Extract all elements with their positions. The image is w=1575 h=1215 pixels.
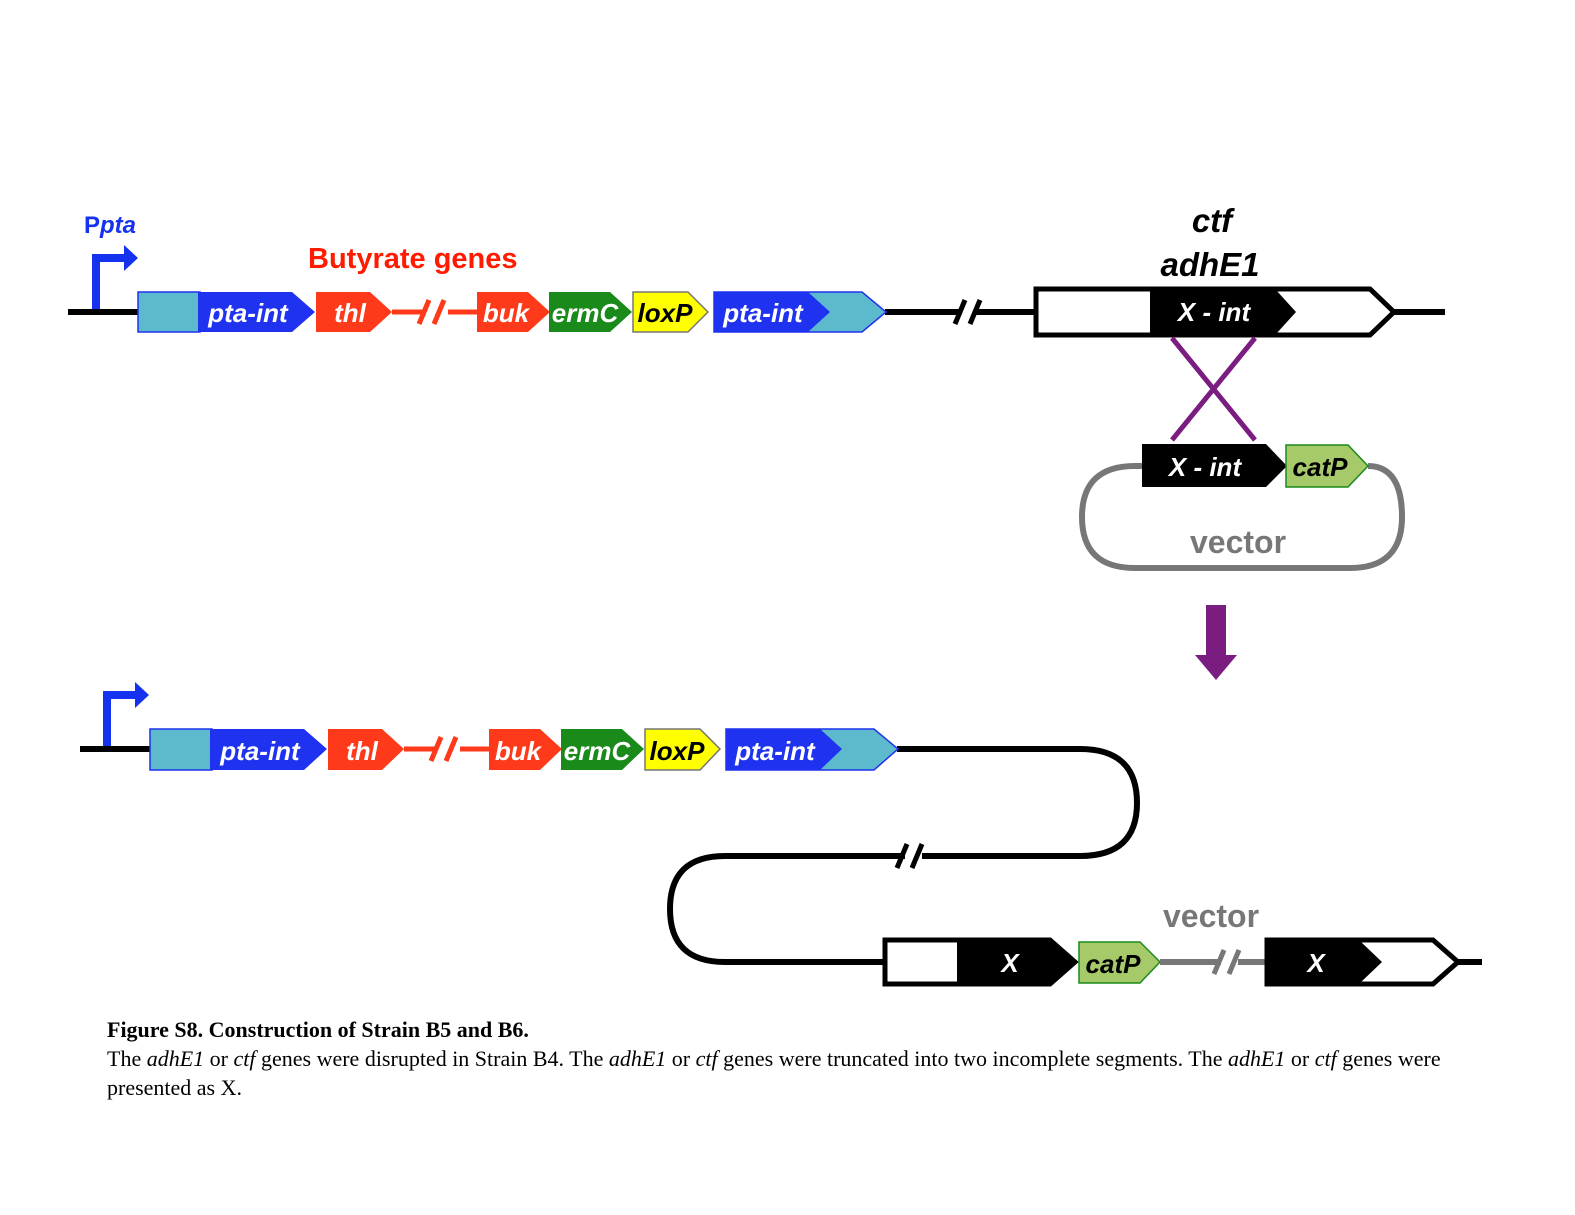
caption-gene: ctf <box>1314 1046 1337 1071</box>
butyrate-break <box>392 299 478 325</box>
crossover-mark <box>1170 336 1257 442</box>
caption-text: genes were disrupted in Strain B4. The <box>255 1046 609 1071</box>
promoter-arrow <box>103 682 149 746</box>
target-label-adhE1: adhE1 <box>1160 246 1259 283</box>
vector-x-int: X - int <box>1142 444 1287 487</box>
bottom-construct: pta-int thl buk ermC loxP <box>80 682 1482 987</box>
ermC-gene: ermC <box>561 729 644 770</box>
ermC-gene: ermC <box>549 292 632 332</box>
pta-int-gene: pta-int <box>713 291 888 333</box>
caption-gene: adhE1 <box>1227 1046 1286 1071</box>
dna-line <box>897 746 1141 859</box>
catP-gene: catP <box>1078 941 1162 984</box>
butyrate-break <box>404 736 490 762</box>
gene-label: X <box>1305 948 1326 978</box>
loxP-gene: loxP <box>644 728 722 771</box>
caption-text: genes were truncated into two incomplete… <box>717 1046 1228 1071</box>
thl-gene: thl <box>316 292 392 332</box>
pta-int-gene: pta-int <box>149 728 327 771</box>
figure-caption: Figure S8. Construction of Strain B5 and… <box>107 1015 1467 1102</box>
vector-backbone <box>1078 463 1406 571</box>
break-mark <box>894 843 925 869</box>
gene-label: catP <box>1293 452 1349 482</box>
caption-text: or <box>204 1046 234 1071</box>
x-segment-left: X <box>882 937 1079 987</box>
buk-gene: buk <box>489 729 562 770</box>
break-mark <box>1211 949 1242 975</box>
buk-gene: buk <box>477 292 550 332</box>
gene-label: thl <box>334 298 367 328</box>
target-gene: X - int <box>1033 286 1398 338</box>
target-label-ctf: ctf <box>1192 202 1235 239</box>
promoter-label: Ppta <box>84 212 136 239</box>
dna-line <box>666 853 905 965</box>
gene-label: ermC <box>564 736 632 766</box>
gene-label: pta-int <box>722 298 804 328</box>
caption-gene: ctf <box>233 1046 256 1071</box>
vector-plasmid: X - int catP vector <box>1078 444 1406 571</box>
gene-label: X - int <box>1167 452 1243 482</box>
caption-gene: adhE1 <box>608 1046 667 1071</box>
pta-int-gene: pta-int <box>137 291 315 333</box>
caption-title: Figure S8. Construction of Strain B5 and… <box>107 1017 529 1042</box>
pta-int-gene: pta-int <box>725 728 900 771</box>
gene-label: pta-int <box>207 298 289 328</box>
promoter-arrow <box>92 245 138 309</box>
gene-label: ermC <box>552 298 620 328</box>
gene-label: loxP <box>650 736 706 766</box>
vector-catP: catP <box>1285 444 1370 488</box>
gene-label: X - int <box>1176 297 1252 327</box>
caption-text: genes were presented as X. <box>107 1046 1441 1100</box>
caption-text: or <box>666 1046 696 1071</box>
caption-text: The <box>107 1046 147 1071</box>
gene-label: X <box>999 948 1020 978</box>
gene-label: pta-int <box>734 736 816 766</box>
gene-label: buk <box>483 298 531 328</box>
butyrate-genes-label: Butyrate genes <box>308 243 518 275</box>
gene-label: thl <box>346 736 379 766</box>
down-arrow <box>1195 605 1237 680</box>
top-construct: Ppta Butyrate genes pta-int thl buk ermC <box>68 202 1445 338</box>
gene-label: buk <box>495 736 543 766</box>
caption-gene: ctf <box>695 1046 718 1071</box>
caption-text: or <box>1285 1046 1315 1071</box>
gene-label: loxP <box>638 298 694 328</box>
thl-gene: thl <box>328 729 404 770</box>
vector-label: vector <box>1190 524 1286 560</box>
vector-label: vector <box>1163 898 1259 934</box>
caption-body: The adhE1 or ctf genes were disrupted in… <box>107 1044 1467 1102</box>
break-mark <box>952 299 983 325</box>
loxP-gene: loxP <box>632 291 710 333</box>
gene-label: catP <box>1086 949 1142 979</box>
gene-label: pta-int <box>219 736 301 766</box>
x-segment-right: X <box>1264 937 1462 987</box>
caption-gene: adhE1 <box>146 1046 205 1071</box>
